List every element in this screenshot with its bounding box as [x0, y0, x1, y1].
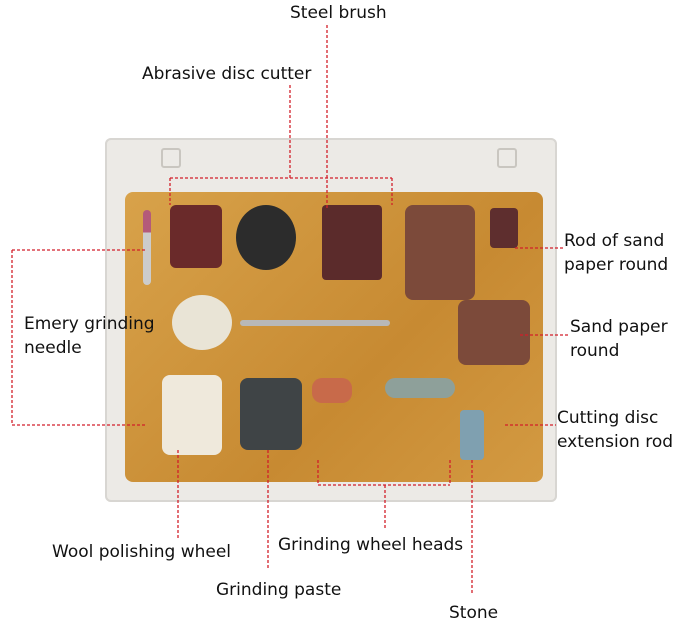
label-rod-of-sand-line1: Rod of sand [564, 231, 665, 251]
label-cutting-disc-line2: extension rod [557, 432, 674, 452]
label-emery-line1: Emery grinding [24, 314, 155, 334]
wool-wheels [162, 375, 222, 455]
label-rod-of-sand-line2: paper round [564, 255, 669, 275]
hang-hole [497, 148, 517, 168]
label-sand-paper-line1: Sand paper [570, 317, 668, 337]
label-stone: Stone [449, 603, 499, 623]
label-emery-line2: needle [24, 338, 82, 358]
sanding-drum-large [322, 205, 382, 280]
abrasive-disc-stack [170, 205, 222, 268]
wool-disc [172, 295, 232, 350]
label-abrasive-disc-cutter: Abrasive disc cutter [142, 64, 312, 84]
emery-needle [143, 210, 151, 285]
sand-rod [490, 208, 518, 248]
steel-brush-disc [236, 205, 296, 270]
hang-hole [161, 148, 181, 168]
label-sand-paper-line2: round [570, 341, 620, 361]
label-cutting-disc-line1: Cutting disc [557, 408, 659, 428]
sand-paper-rounds-2 [458, 300, 530, 365]
label-grinding-wheel-heads: Grinding wheel heads [278, 535, 464, 555]
sand-paper-rounds [405, 205, 475, 300]
mandrel [240, 320, 390, 326]
grinding-paste-wheel [240, 378, 302, 450]
stone [460, 410, 484, 460]
label-wool-polishing-wheel: Wool polishing wheel [52, 542, 232, 562]
label-grinding-paste: Grinding paste [216, 580, 342, 600]
grinding-heads [312, 378, 352, 403]
grinding-heads [385, 378, 455, 398]
label-steel-brush: Steel brush [290, 3, 387, 23]
